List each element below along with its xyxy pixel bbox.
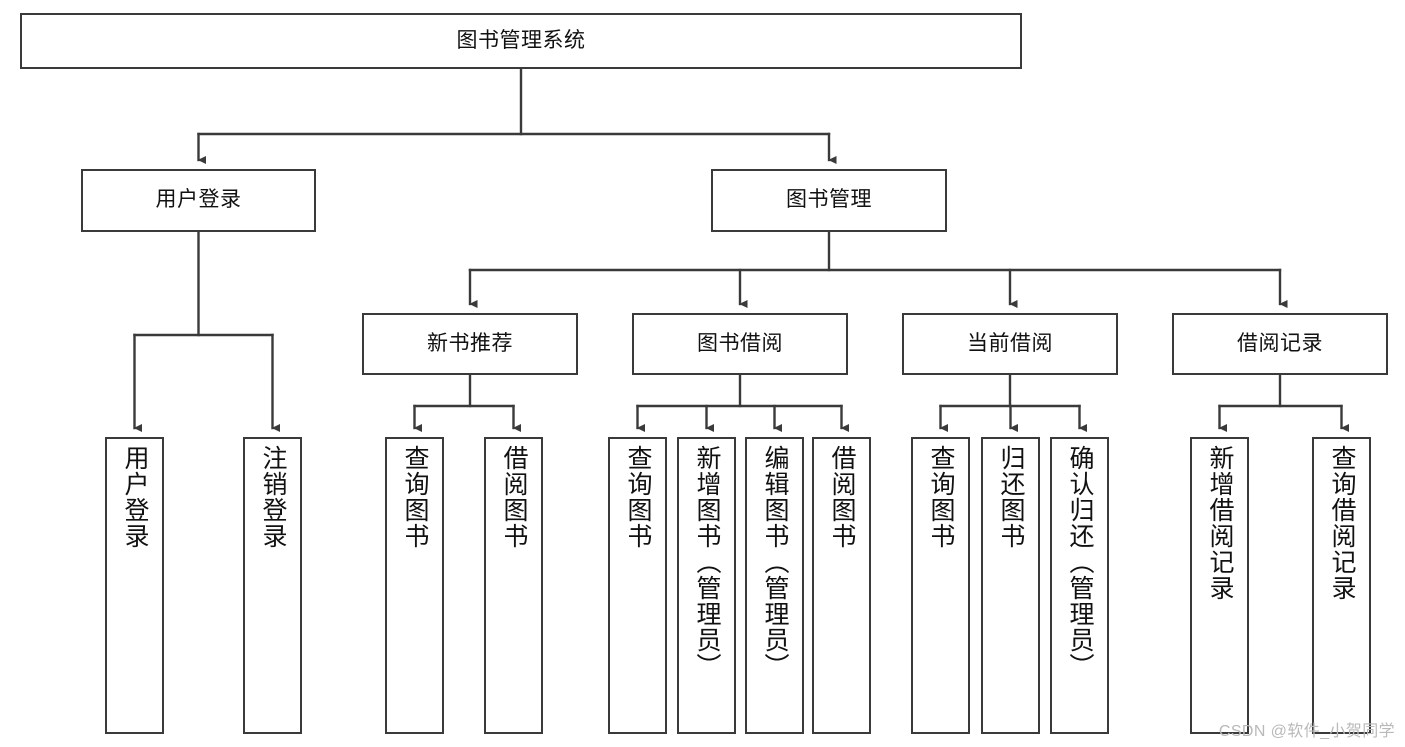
watermark-text: CSDN @软件_小贺同学 [1218,723,1395,740]
node-leaf-edit-book-label: 编辑图书（管理员） [761,445,789,679]
node-current-borrow[interactable]: 当前借阅 [902,313,1118,375]
node-leaf-user-login-label: 用户登录 [121,445,149,549]
node-leaf-return-book-label: 归还图书 [997,445,1025,549]
node-leaf-query-book-1[interactable]: 查询图书 [385,437,444,734]
node-leaf-return-book[interactable]: 归还图书 [981,437,1040,734]
node-new-book-rec[interactable]: 新书推荐 [362,313,578,375]
node-leaf-query-book-3[interactable]: 查询图书 [911,437,970,734]
node-leaf-add-book[interactable]: 新增图书（管理员） [677,437,736,734]
node-user-login-label: 用户登录 [155,188,242,212]
node-borrow-record[interactable]: 借阅记录 [1172,313,1388,375]
node-leaf-query-record[interactable]: 查询借阅记录 [1312,437,1371,734]
node-leaf-confirm-return[interactable]: 确认归还（管理员） [1050,437,1109,734]
node-leaf-user-login[interactable]: 用户登录 [105,437,164,734]
node-leaf-user-logout-label: 注销登录 [259,445,287,549]
node-root-label: 图书管理系统 [456,28,586,52]
node-leaf-query-book-1-label: 查询图书 [401,445,429,549]
node-leaf-borrow-book-1-label: 借阅图书 [500,445,528,549]
node-leaf-borrow-book-2[interactable]: 借阅图书 [812,437,871,734]
node-leaf-query-book-2[interactable]: 查询图书 [608,437,667,734]
node-user-login[interactable]: 用户登录 [81,169,316,232]
node-leaf-add-record[interactable]: 新增借阅记录 [1190,437,1249,734]
node-book-borrow[interactable]: 图书借阅 [632,313,848,375]
node-book-borrow-label: 图书借阅 [697,331,783,355]
node-book-manage[interactable]: 图书管理 [711,169,947,232]
node-book-manage-label: 图书管理 [786,188,872,212]
node-leaf-confirm-return-label: 确认归还（管理员） [1066,445,1094,679]
node-leaf-add-book-label: 新增图书（管理员） [693,445,721,679]
node-leaf-edit-book[interactable]: 编辑图书（管理员） [745,437,804,734]
node-leaf-borrow-book-2-label: 借阅图书 [828,445,856,549]
node-leaf-query-record-label: 查询借阅记录 [1328,445,1356,601]
node-new-book-rec-label: 新书推荐 [427,331,513,355]
node-leaf-query-book-3-label: 查询图书 [927,445,955,549]
node-leaf-borrow-book-1[interactable]: 借阅图书 [484,437,543,734]
node-borrow-record-label: 借阅记录 [1237,331,1323,355]
node-leaf-user-logout[interactable]: 注销登录 [243,437,302,734]
node-root[interactable]: 图书管理系统 [20,13,1022,69]
node-current-borrow-label: 当前借阅 [967,331,1053,355]
node-leaf-query-book-2-label: 查询图书 [624,445,652,549]
node-leaf-add-record-label: 新增借阅记录 [1206,445,1234,601]
